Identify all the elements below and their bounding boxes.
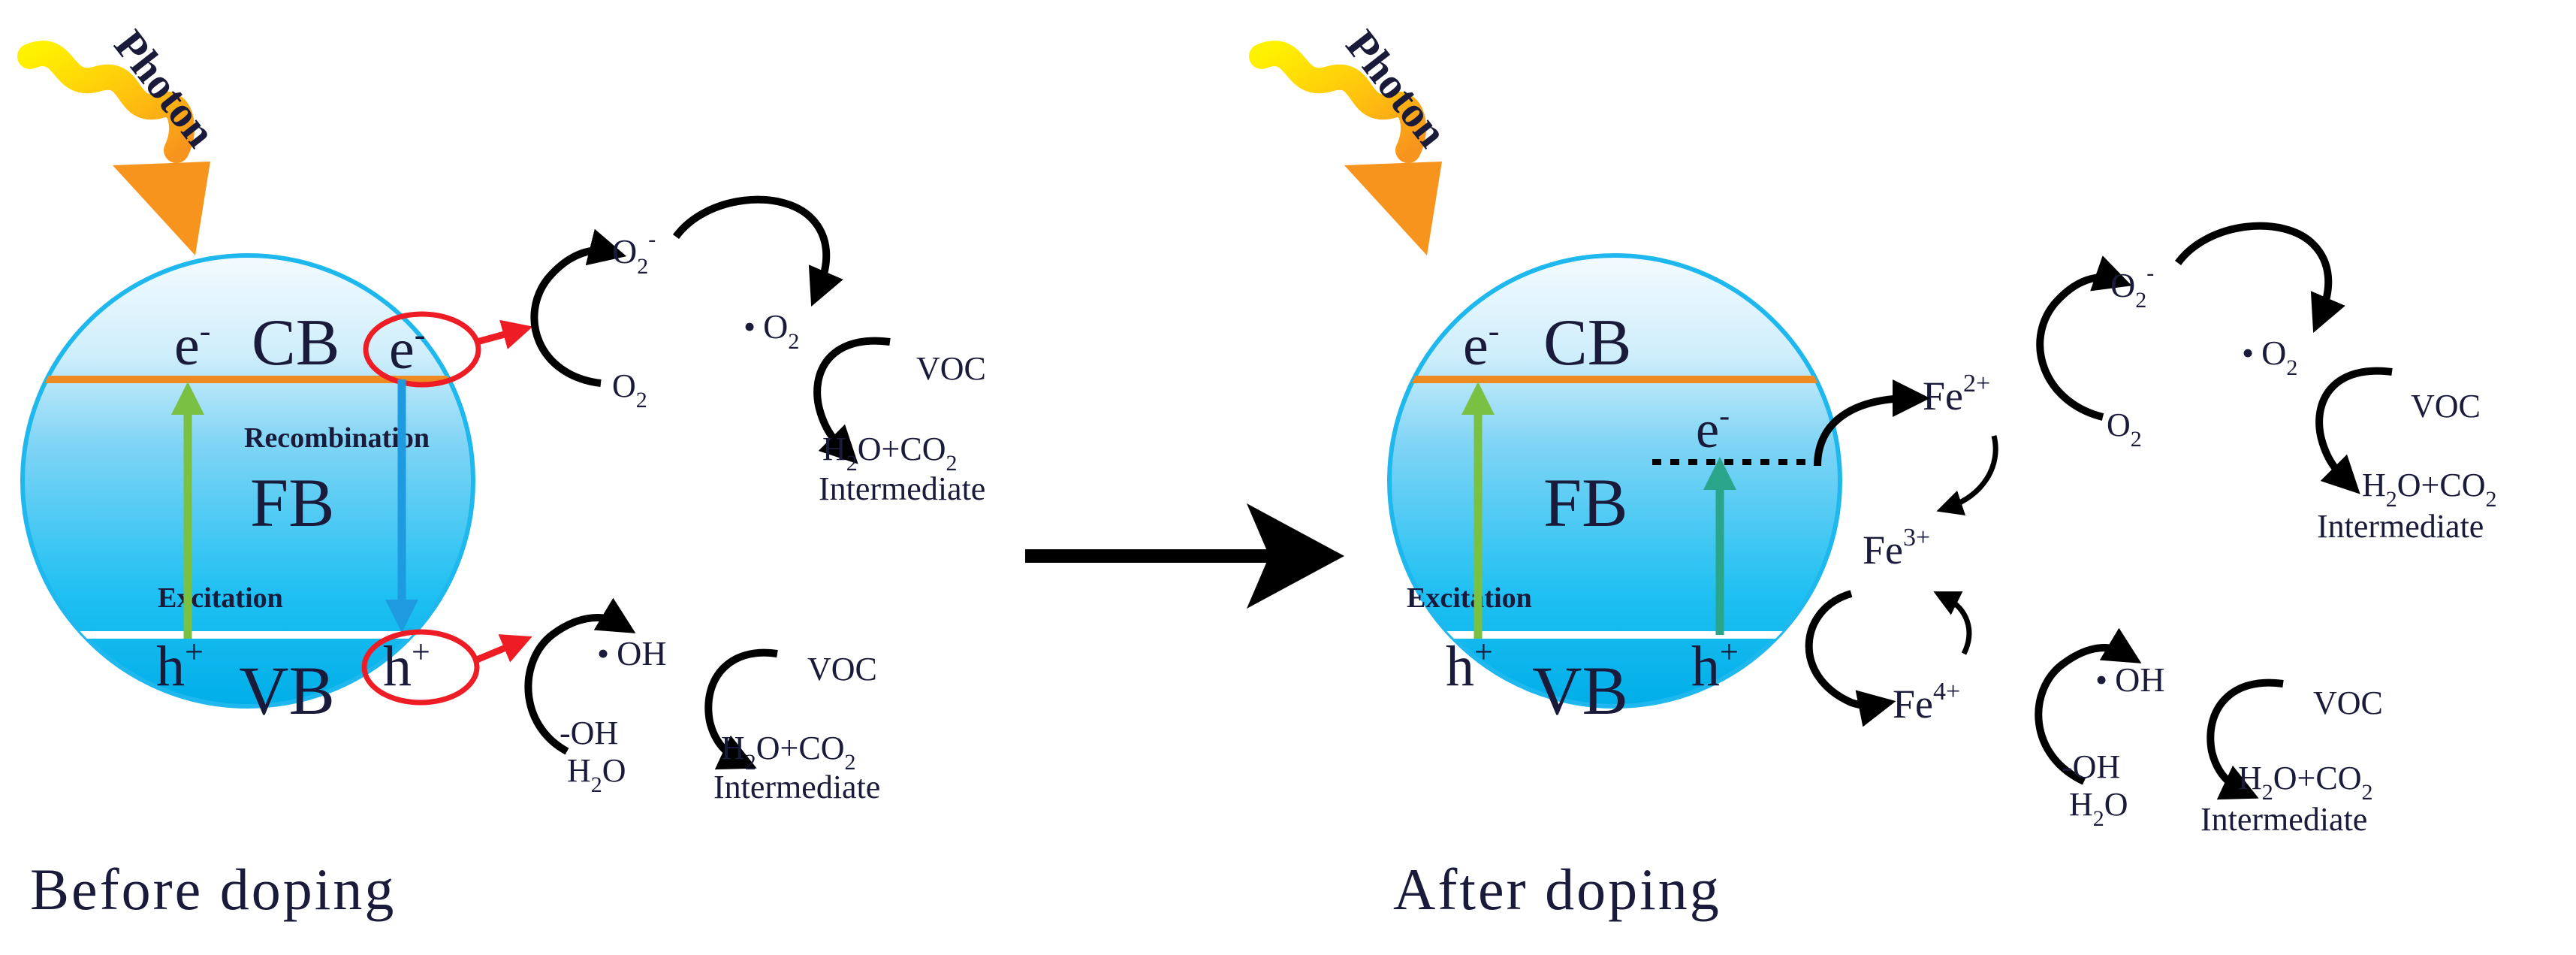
photon-arrowhead-icon-2 bbox=[1344, 162, 1442, 255]
cb-label-2: CB bbox=[1543, 307, 1631, 379]
products-label-4: H2O+CO2 bbox=[2238, 760, 2373, 805]
products-label-3: H2O+CO2 bbox=[2362, 467, 2497, 512]
hole-label-2: h+ bbox=[1446, 633, 1493, 698]
intermediate-label-3: Intermediate bbox=[2317, 508, 2484, 545]
products-label-2: H2O+CO2 bbox=[721, 730, 856, 775]
voc-label-3: VOC bbox=[2411, 388, 2481, 425]
hole-highlight-ring bbox=[361, 629, 480, 706]
voc-label-4: VOC bbox=[2313, 685, 2383, 721]
fe3-to-fe2-arrow bbox=[1814, 379, 1930, 467]
excitation-label-2: Excitation bbox=[1407, 582, 1532, 614]
cb-label: CB bbox=[252, 307, 339, 379]
before-doping-caption: Before doping bbox=[30, 857, 396, 922]
fe2-label: Fe2+ bbox=[1923, 370, 1990, 419]
panel-after-doping: Photon e- CB FB Excitation e- h+ VB h+ F… bbox=[1249, 21, 2497, 922]
hydroxyl-oxidation-arrow-2 bbox=[2035, 627, 2142, 785]
voc-label: VOC bbox=[916, 350, 986, 387]
water-label: H2O bbox=[567, 752, 626, 797]
excitation-label: Excitation bbox=[158, 582, 283, 614]
semiconductor-sphere-2 bbox=[1387, 253, 1842, 709]
transition-arrow bbox=[1025, 503, 1344, 609]
photon-wave-icon-2 bbox=[1249, 41, 1442, 255]
electron-label: e- bbox=[174, 313, 210, 377]
o2-radical-label-2: •O2 bbox=[2242, 334, 2297, 380]
transition-arrowhead-icon bbox=[1247, 503, 1344, 609]
hydroxyl-oxidation-arrow bbox=[524, 597, 636, 755]
hydroxide-label: -OH bbox=[560, 715, 618, 751]
water-label-2: H2O bbox=[2069, 786, 2128, 831]
voc-degradation-arrow-4 bbox=[2206, 678, 2284, 800]
vb-label-2: VB bbox=[1532, 652, 1628, 729]
superoxide-label: O2- bbox=[612, 227, 656, 279]
oxygen-label-2: O2 bbox=[2107, 406, 2142, 452]
fe3-label: Fe3+ bbox=[1863, 524, 1930, 573]
hole-label: h+ bbox=[156, 633, 204, 698]
hydroxyl-radical-label: •OH bbox=[597, 634, 667, 672]
hydroxyl-radical-label-2: •OH bbox=[2095, 660, 2165, 699]
electron-label-2: e- bbox=[1463, 313, 1499, 377]
hole-circled-label: h+ bbox=[383, 633, 430, 698]
panel-before-doping: Photon e- CB e- Recombination FB Excitat… bbox=[17, 21, 986, 922]
superoxide-to-radical-arrow bbox=[672, 195, 843, 307]
vb-label: VB bbox=[239, 652, 335, 729]
after-doping-caption: After doping bbox=[1393, 857, 1721, 922]
fb-label: FB bbox=[250, 464, 335, 541]
hole-transfer-arrow bbox=[475, 634, 532, 663]
fb-label-2: FB bbox=[1543, 464, 1628, 541]
photon-arrowhead-icon bbox=[113, 162, 210, 255]
o2-radical-label: •O2 bbox=[744, 307, 799, 354]
intermediate-label-2: Intermediate bbox=[713, 769, 880, 805]
hydroxide-label-2: -OH bbox=[2062, 748, 2120, 785]
hole-label-3: h+ bbox=[1691, 633, 1739, 698]
voc-degradation-arrow bbox=[813, 337, 891, 464]
o2-reduction-arrow-2 bbox=[2036, 255, 2132, 421]
o2-reduction-arrow bbox=[530, 228, 627, 387]
electron-transfer-arrow bbox=[475, 319, 533, 349]
superoxide-to-radical-arrow-2 bbox=[2174, 222, 2345, 333]
fe2-to-fe3-arrow bbox=[1936, 435, 1998, 516]
intermediate-label-4: Intermediate bbox=[2200, 801, 2367, 838]
fe4-to-fe3-arrow bbox=[1933, 591, 1972, 655]
electron-highlight-ring bbox=[363, 311, 481, 388]
fe3-to-fe4-arrow bbox=[1805, 590, 1896, 727]
products-label: H2O+CO2 bbox=[822, 431, 958, 476]
voc-degradation-arrow-2 bbox=[704, 648, 778, 770]
fe4-label: Fe4+ bbox=[1893, 678, 1960, 727]
electron-circled-label: e- bbox=[389, 316, 425, 381]
intermediate-label: Intermediate bbox=[819, 470, 985, 507]
trapped-electron-label: e- bbox=[1696, 399, 1730, 459]
oxygen-label: O2 bbox=[612, 367, 647, 413]
superoxide-label-2: O2- bbox=[2110, 261, 2154, 313]
voc-label-2: VOC bbox=[807, 651, 877, 688]
photon-wave-icon bbox=[17, 41, 210, 255]
voc-degradation-arrow-3 bbox=[2315, 367, 2393, 494]
